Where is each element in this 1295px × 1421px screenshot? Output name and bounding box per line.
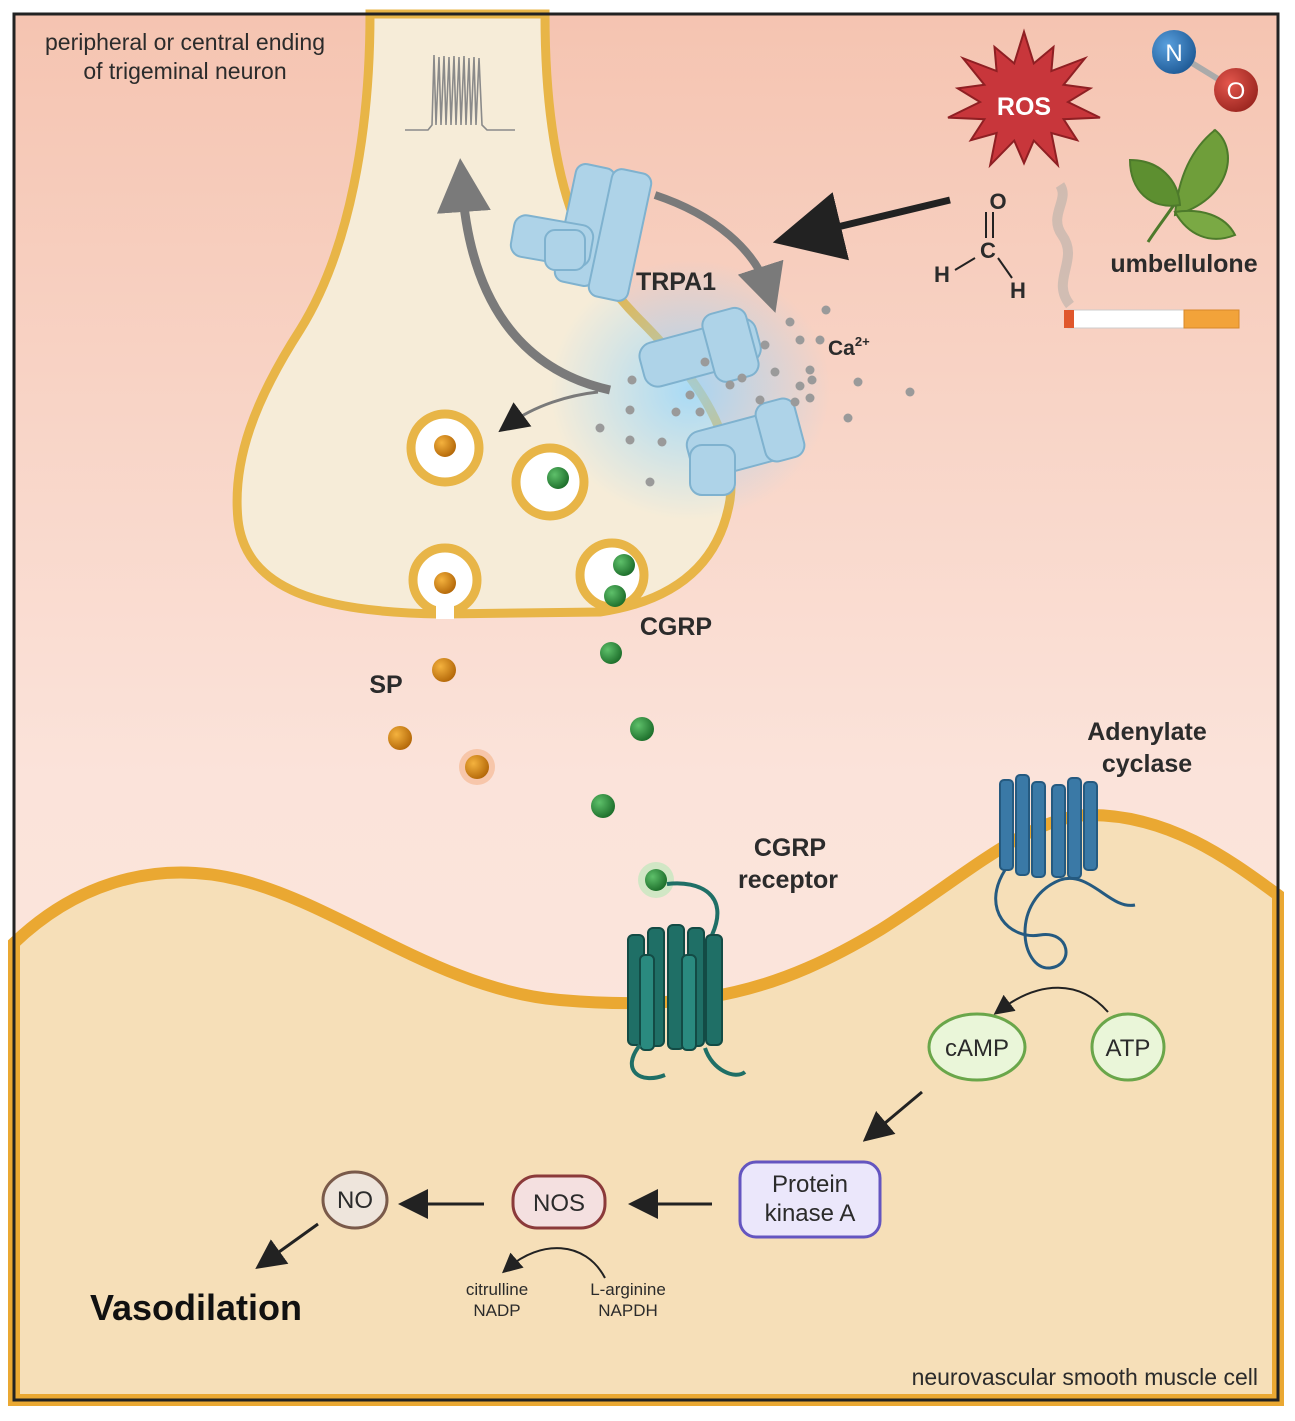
l-arginine-label: L-arginine: [590, 1280, 666, 1299]
formaldehyde-molecule: O C H H: [934, 189, 1026, 303]
neuron-label-line1: peripheral or central ending: [45, 29, 325, 55]
nos-label: NOS: [533, 1190, 585, 1217]
neuron-label-line2: of trigeminal neuron: [83, 58, 286, 84]
calcium-ion: [700, 357, 710, 367]
calcium-ion: [805, 365, 815, 375]
cgrp-vesicle-fusing: [575, 538, 649, 612]
calcium-ion: [657, 437, 667, 447]
calcium-ion: [905, 387, 915, 397]
calcium-ion: [625, 435, 635, 445]
calcium-ion: [795, 381, 805, 391]
vesicle-release-arrow: [498, 390, 599, 433]
no-to-vasodilation-arrow: [255, 1222, 319, 1269]
calcium-ion: [790, 397, 800, 407]
nadp-label: NADP: [473, 1301, 520, 1320]
sp-molecule: [388, 726, 412, 750]
calcium-ion: [807, 375, 817, 385]
pka-label-line1: Protein: [772, 1171, 848, 1198]
ros-label: ROS: [997, 93, 1051, 121]
no-label: NO: [337, 1187, 373, 1214]
protein-kinase-a-node: [738, 1160, 882, 1239]
cgrp-molecule: [600, 642, 622, 664]
calcium-ion: [671, 407, 681, 417]
cgrp-molecule: [630, 717, 654, 741]
trpa1-channel-bottom: [685, 397, 806, 496]
camp-node: [927, 1012, 1027, 1082]
trpa1-channel-top: [509, 163, 653, 302]
calcium-ions: [595, 305, 915, 487]
oxygen-atom-label: O: [989, 189, 1006, 214]
calcium-ion: [645, 477, 655, 487]
hydrogen-atom-label: H: [934, 262, 950, 287]
calcium-ion: [595, 423, 605, 433]
calcium-influx-arrow: [653, 191, 784, 313]
trpa1-channel-middle: [638, 306, 762, 388]
atp-to-camp-arrow: [993, 986, 1109, 1015]
calcium-ion: [625, 405, 635, 415]
signal-to-cns-arrow: [436, 158, 611, 395]
carbon-atom-label: C: [980, 238, 996, 263]
cgrp-vesicle: [511, 443, 589, 521]
umbellularia-leaf-icon: [1128, 128, 1237, 243]
calcium-ion: [755, 395, 765, 405]
receptor-label-line2: receptor: [738, 866, 838, 894]
calcium-ion: [627, 375, 637, 385]
oxygen-atom-label: O: [1227, 78, 1246, 105]
calcium-ion: [821, 305, 831, 315]
calcium-ion: [815, 335, 825, 345]
camp-label: cAMP: [945, 1035, 1009, 1062]
cgrp-label: CGRP: [640, 613, 712, 641]
figure-frame: [12, 12, 1280, 1402]
cyclase-label-line2: cyclase: [1102, 750, 1192, 778]
atp-node: [1090, 1012, 1166, 1082]
adenylate-cyclase: [994, 774, 1136, 970]
calcium-ion: [725, 380, 735, 390]
calcium-ion: [760, 340, 770, 350]
sp-vesicle-fusing: [408, 543, 482, 619]
calcium-ion: [770, 367, 780, 377]
cigarette-smoke-icon: [1052, 182, 1240, 329]
nos-node: [511, 1174, 607, 1230]
calcium-ion: [795, 335, 805, 345]
receptor-label-line1: CGRP: [754, 834, 826, 862]
cyclase-label-line1: Adenylate: [1087, 718, 1207, 746]
action-potential-trace: [405, 54, 515, 131]
sp-label: SP: [369, 671, 402, 699]
calcium-ion: [785, 317, 795, 327]
calcium-ion: [737, 373, 747, 383]
stimuli-activation-arrow: [772, 192, 951, 261]
ros-burst: [947, 28, 1101, 169]
cgrp-molecule: [591, 794, 615, 818]
citrulline-label: citrulline: [466, 1280, 528, 1299]
sp-molecule: [432, 658, 456, 682]
camp-to-pka-arrow: [862, 1090, 923, 1142]
vasodilation-label: Vasodilation: [90, 1287, 302, 1328]
calcium-ion: [843, 413, 853, 423]
nitrogen-atom-label: N: [1165, 40, 1182, 67]
umbellulone-label: umbellulone: [1110, 250, 1257, 278]
pka-label-line2: kinase A: [765, 1200, 856, 1227]
calcium-ion: [805, 393, 815, 403]
calcium-label: Ca2+: [828, 334, 870, 360]
napdh-label: NAPDH: [598, 1301, 658, 1320]
no-node: [321, 1170, 389, 1230]
no-molecule-icon: [1152, 30, 1258, 112]
arginine-to-citrulline-arrow: [501, 1247, 606, 1279]
atp-label: ATP: [1106, 1035, 1151, 1062]
cgrp-receptor: [627, 862, 747, 1081]
sp-vesicle: [406, 409, 484, 487]
hydrogen-atom-label: H: [1010, 278, 1026, 303]
sp-molecule: [465, 755, 489, 779]
calcium-ion: [853, 377, 863, 387]
calcium-ion: [695, 407, 705, 417]
trpa1-label: TRPA1: [636, 268, 716, 296]
muscle-cell-label: neurovascular smooth muscle cell: [912, 1364, 1258, 1390]
calcium-ion: [685, 390, 695, 400]
